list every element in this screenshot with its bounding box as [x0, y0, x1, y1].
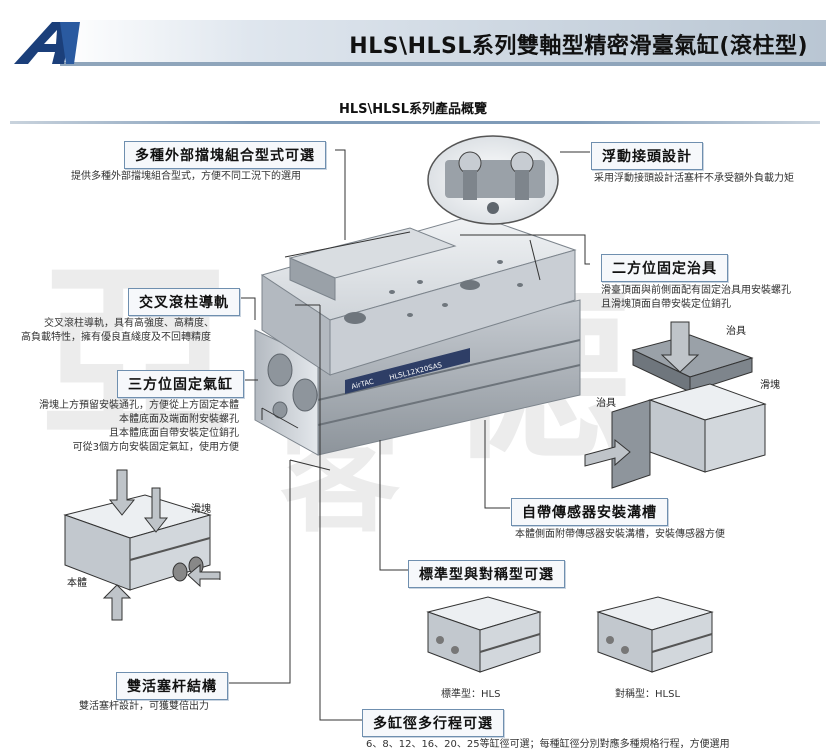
standard-type-product — [426, 596, 542, 673]
page-title: HLS\HLSL系列雙軸型精密滑臺氣缸(滾柱型) — [349, 34, 808, 59]
desc-three-position-line3: 且本體底面自帶安裝定位銷孔 — [109, 428, 239, 439]
desc-double-piston: 雙活塞杆設計，可獲雙倍出力 — [79, 701, 209, 712]
callout-floating-joint: 浮動接頭設計 — [591, 142, 703, 170]
desc-cross-roller-line1: 交叉滾柱導軌，具有高強度、高精度、 — [44, 318, 214, 329]
desc-two-position-line2: 且滑塊頂面自帶安裝定位銷孔 — [601, 299, 731, 310]
callout-three-position: 三方位固定氣缸 — [117, 370, 244, 398]
label-slider-left: 滑塊 — [191, 504, 211, 515]
desc-two-position-line1: 滑臺頂面與前側面配有固定治具用安裝螺孔 — [601, 285, 791, 296]
dimension-brackets — [261, 304, 331, 471]
two-position-mounting-diagram — [584, 321, 767, 489]
caption-standard-type: 標準型：HLS — [441, 689, 501, 700]
desc-three-position-line4: 可從3個方向安裝固定氣缸，使用方便 — [72, 442, 239, 453]
symmetric-type-product — [596, 596, 714, 673]
desc-external-block: 提供多種外部擋塊組合型式，方便不同工況下的選用 — [71, 171, 301, 182]
desc-sensor-groove: 本體側面附帶傳感器安裝溝槽，安裝傳感器方便 — [515, 529, 725, 540]
label-jig-top: 治具 — [726, 326, 746, 337]
desc-three-position-line1: 滑塊上方預留安裝通孔，方便從上方固定本體 — [39, 400, 239, 411]
caption-symmetric-type: 對稱型：HLSL — [615, 689, 681, 700]
main-cylinder: AirTAC HLSL12X20SAS — [254, 214, 581, 456]
callout-external-block: 多種外部擋塊組合型式可選 — [124, 141, 326, 169]
desc-three-position-line2: 本體底面及端面附安裝螺孔 — [119, 414, 239, 425]
section-subtitle: HLS\HLSL系列產品概覽 — [338, 102, 488, 117]
desc-bore-stroke: 6、8、12、16、20、25等缸徑可選；每種缸徑分別對應多種規格行程，方便選用 — [366, 739, 730, 750]
label-slider-right: 滑塊 — [760, 380, 780, 391]
brand-logo-icon — [14, 22, 80, 64]
callout-cross-roller: 交叉滾柱導軌 — [128, 288, 240, 316]
header-band — [14, 20, 826, 66]
three-position-mounting-diagram — [63, 469, 221, 621]
watermark-char: 亞 — [40, 244, 230, 465]
label-jig-left: 治具 — [596, 398, 616, 409]
callout-two-position: 二方位固定治具 — [601, 254, 728, 282]
label-body: 本體 — [67, 578, 87, 589]
product-illustration: 亞 德 客 — [40, 135, 767, 721]
callout-double-piston: 雙活塞杆結構 — [116, 672, 228, 700]
callout-sensor-groove: 自帶傳感器安裝溝槽 — [511, 498, 668, 526]
section-divider — [10, 121, 820, 124]
callout-standard-symmetric: 標準型與對稱型可選 — [408, 560, 565, 588]
floating-joint-closeup — [427, 135, 559, 225]
callout-bore-stroke: 多缸徑多行程可選 — [362, 709, 504, 737]
desc-cross-roller-line2: 高負載特性，擁有優良直綫度及不回轉精度 — [21, 332, 211, 343]
desc-floating-joint: 采用浮動接頭設計活塞杆不承受額外負載力矩 — [594, 173, 794, 184]
leader-lines — [222, 149, 590, 721]
